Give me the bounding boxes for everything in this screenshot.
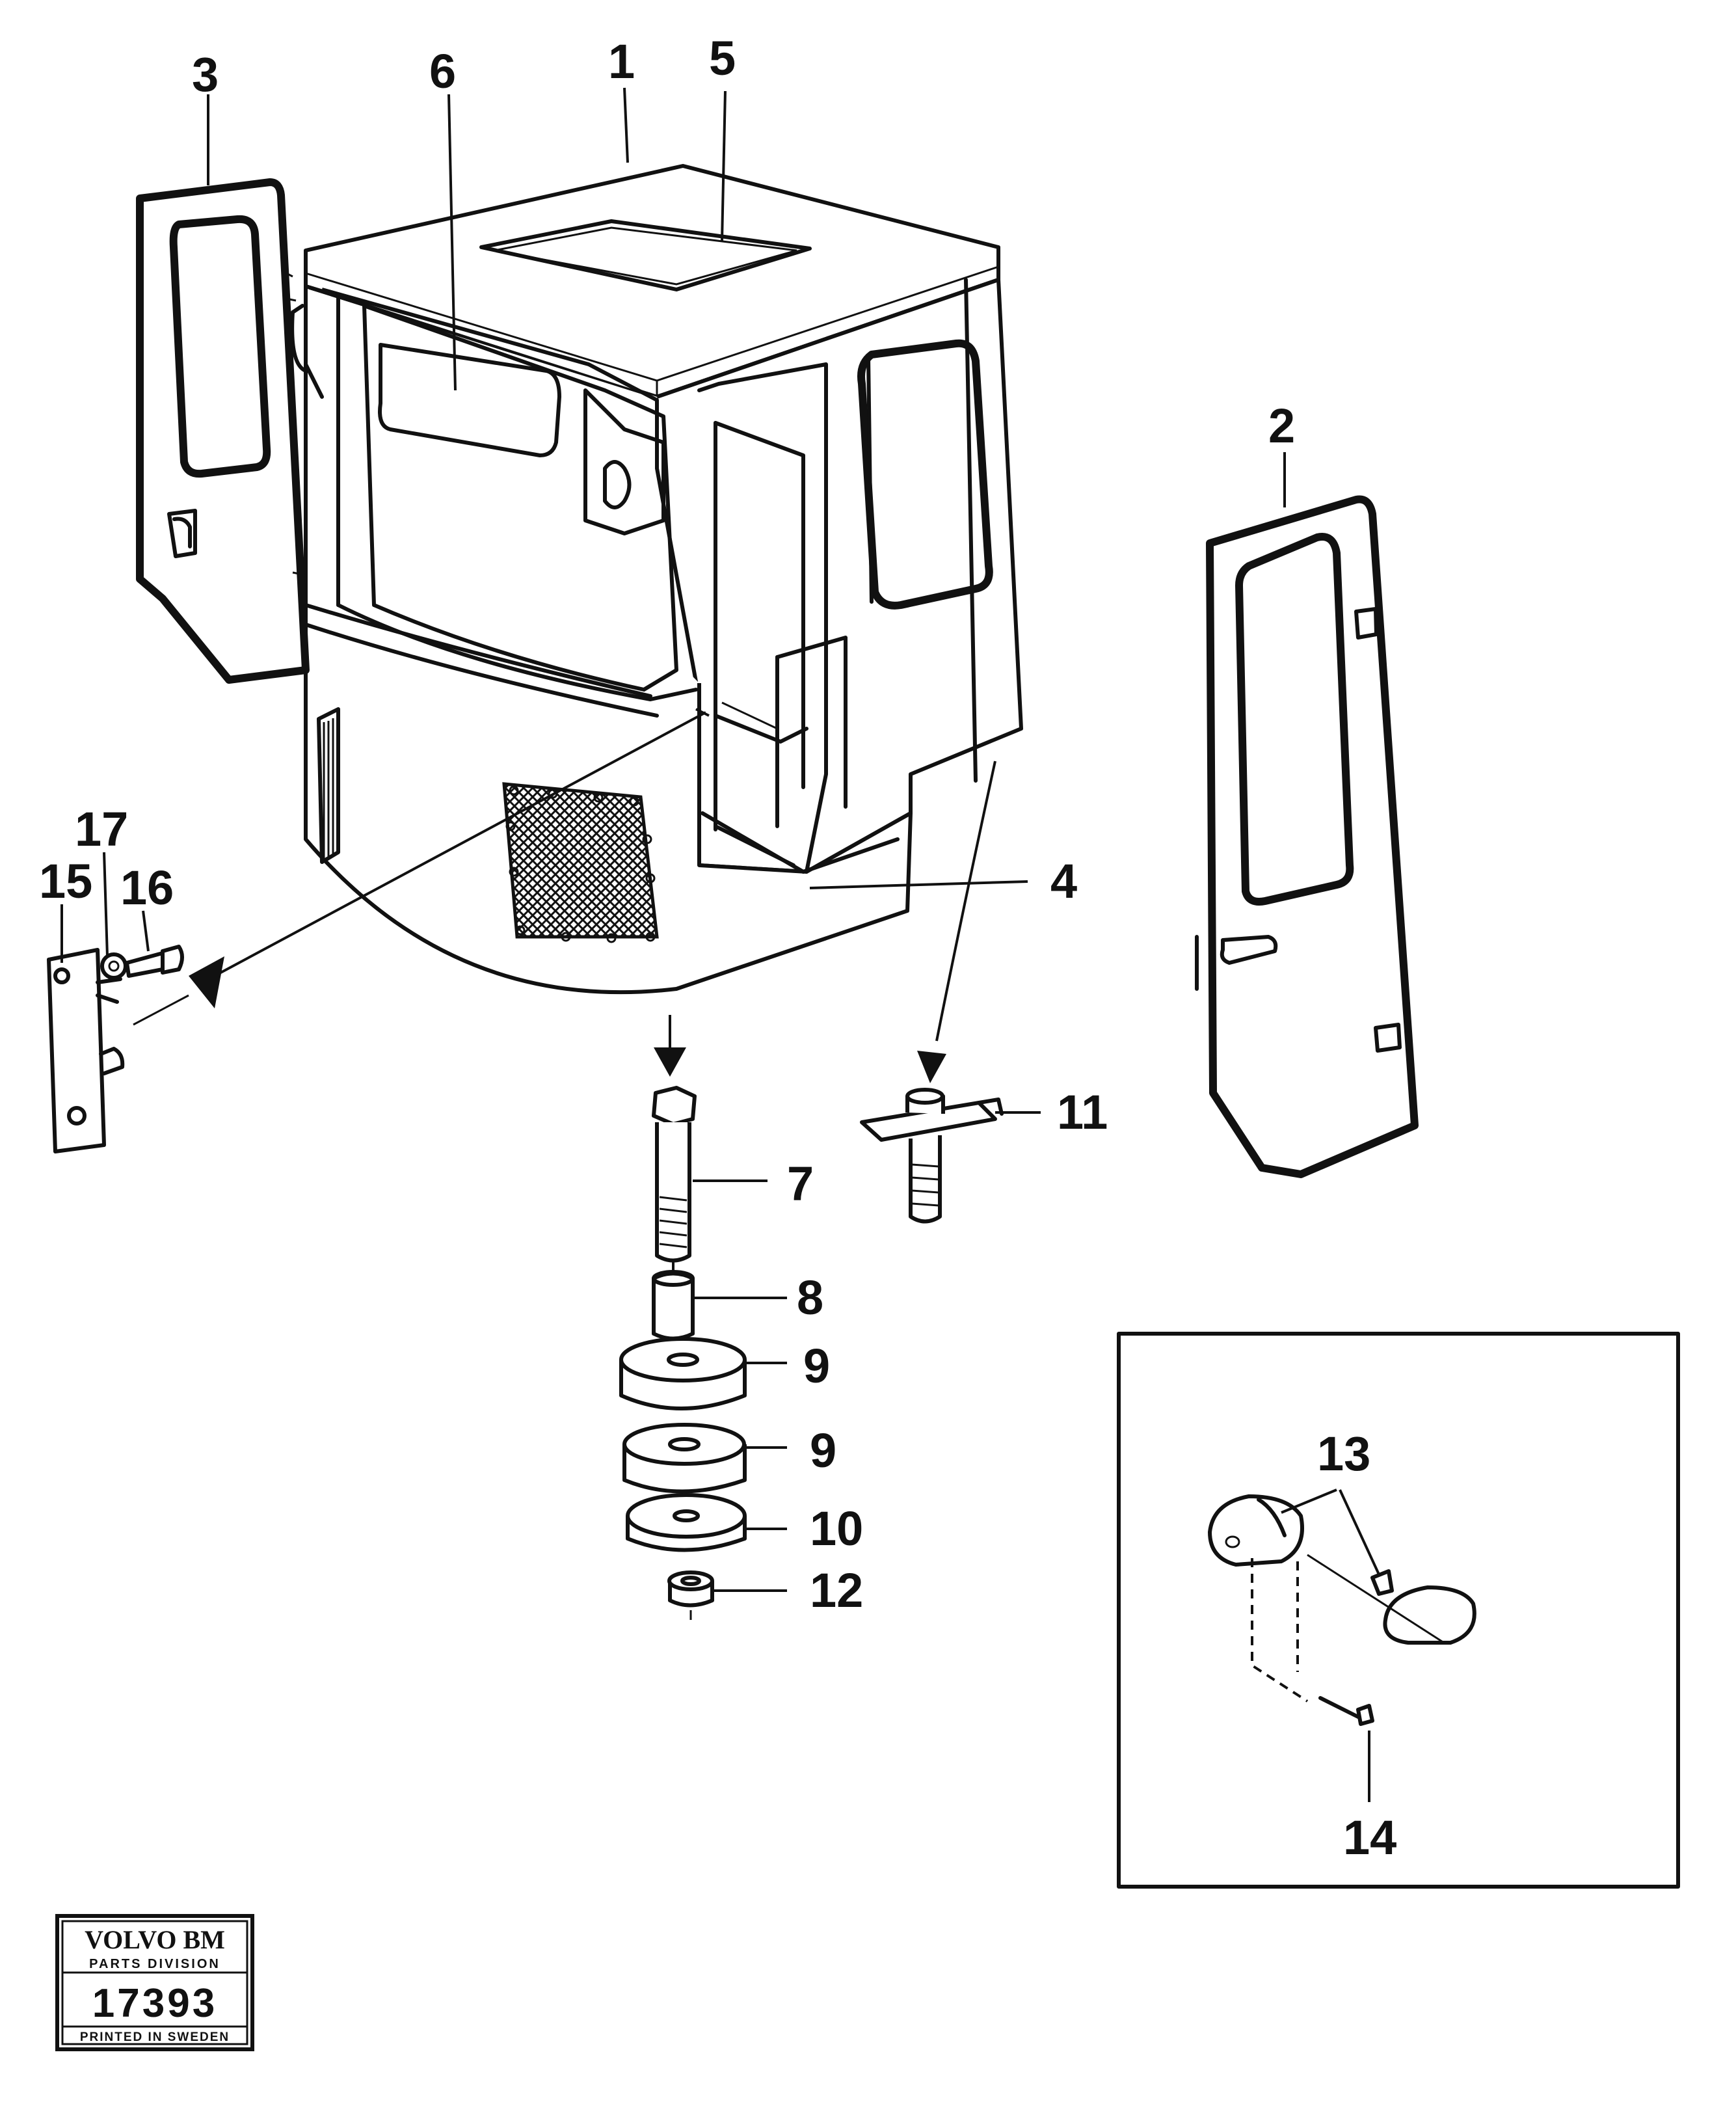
right-door [1195,495,1419,1178]
bolt-7 [652,1086,697,1126]
inset-detail [1117,1332,1680,1889]
callout-2: 2 [1268,399,1295,453]
roof-hatch [479,219,812,291]
volvo-bm-stamp: VOLVO BM PARTS DIVISION 17393 PRINTED IN… [55,1914,254,2051]
callout-5: 5 [709,31,736,85]
callout-8: 8 [797,1271,823,1325]
bracket-11 [860,761,1004,1224]
stamp-printed: PRINTED IN SWEDEN [80,2030,230,2044]
mount-stack [619,1015,747,1620]
callout-3: 3 [192,47,219,101]
callout-4: 4 [1050,854,1077,908]
stamp-number: 17393 [92,1981,217,2026]
callout-9b: 9 [810,1423,836,1477]
clip-13a [1208,1494,1304,1567]
callout-11: 11 [1057,1085,1108,1139]
hinge-plate-15 [47,948,106,1153]
callout-9a: 9 [803,1339,830,1393]
callout-10: 10 [810,1502,863,1556]
sun-visor [378,343,561,457]
side-window [857,339,993,610]
washer-17 [100,952,127,980]
callout-16: 16 [120,861,174,915]
callout-17: 17 [75,802,128,856]
cab-assembly [290,164,1023,995]
hinge-assembly [47,708,710,1153]
leader-lines [60,87,1380,1802]
stamp-brand: VOLVO BM [85,1925,225,1954]
windshield [362,304,678,692]
callout-14: 14 [1343,1811,1396,1865]
stamp-division: PARTS DIVISION [89,1957,220,1971]
callout-15: 15 [39,854,92,908]
callout-7: 7 [787,1157,814,1211]
callout-13: 13 [1317,1427,1370,1481]
clip-13b [1383,1585,1476,1645]
left-door [136,178,310,684]
cab-left-side [304,286,913,995]
front-grille [502,782,659,939]
callout-labels: 1 2 3 4 5 6 7 8 9 9 10 11 12 13 14 15 16… [39,31,1396,1865]
screw-16 [125,951,165,978]
callout-1: 1 [608,34,635,88]
callout-12: 12 [810,1563,863,1617]
callout-6: 6 [429,44,456,98]
